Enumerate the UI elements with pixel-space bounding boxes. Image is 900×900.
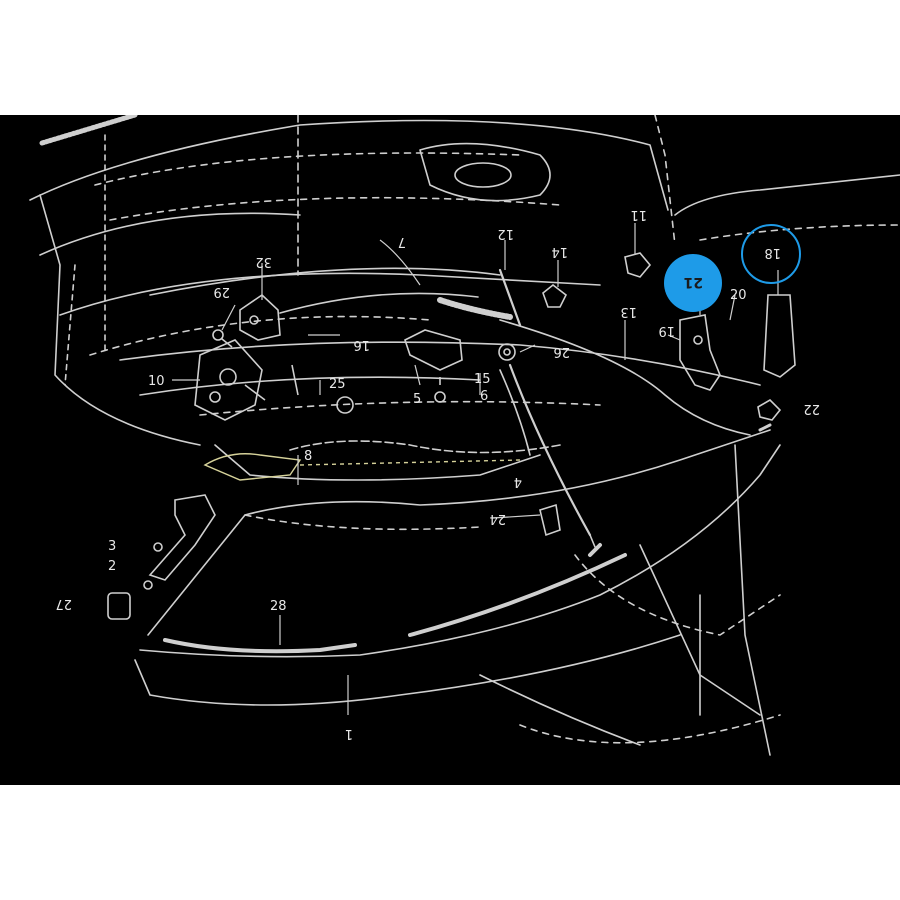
part-7-handle — [404, 329, 463, 371]
callout-13: 13 — [620, 304, 637, 319]
callout-20: 20 — [730, 288, 747, 303]
callout-3: 3 — [108, 539, 116, 554]
callout-8: 8 — [304, 449, 312, 464]
part-10-lock-mechanism — [194, 339, 266, 421]
callout-6: 6 — [480, 389, 488, 404]
highlight-ring — [741, 224, 801, 284]
callout-10: 10 — [148, 374, 165, 389]
callout-22: 22 — [803, 401, 820, 416]
callout-24: 24 — [489, 511, 506, 526]
callout-26: 26 — [553, 344, 570, 359]
part-8-trim — [203, 453, 521, 481]
exploded-parts-diagram: 32 29 10 16 25 8 7 5 6 15 12 14 26 13 11… — [0, 115, 900, 785]
callout-2: 2 — [108, 559, 116, 574]
callout-18: 18 — [764, 245, 781, 260]
part-6-screw — [434, 377, 446, 403]
part-25-rod — [291, 364, 354, 414]
callout-19: 19 — [658, 323, 675, 338]
callout-14: 14 — [551, 244, 568, 259]
highlight-dot — [664, 254, 722, 312]
callout-15: 15 — [474, 372, 491, 387]
part-27-bump-stop — [107, 592, 131, 620]
part-14-clip — [542, 283, 568, 308]
highlighted-callout-18: 18 — [741, 224, 801, 284]
callout-28: 28 — [270, 599, 287, 614]
callout-4: 4 — [514, 474, 522, 489]
part-16-hinge — [679, 314, 721, 391]
callout-21: 21 — [684, 274, 703, 290]
callout-27: 27 — [55, 596, 72, 611]
callout-25: 25 — [329, 377, 346, 392]
part-callouts: 32 29 10 16 25 8 7 5 6 15 12 14 26 13 11… — [55, 207, 820, 741]
callout-1: 1 — [345, 726, 353, 741]
part-15-grommet — [498, 343, 516, 361]
callout-32: 32 — [255, 254, 272, 269]
part-18-gas-strut — [763, 294, 796, 378]
part-32-bracket — [239, 293, 281, 341]
callout-7: 7 — [398, 234, 406, 249]
diagram-canvas: 32 29 10 16 25 8 7 5 6 15 12 14 26 13 11… — [29, 115, 900, 756]
callout-16-left: 16 — [353, 337, 370, 352]
callout-11: 11 — [630, 207, 647, 222]
callout-5: 5 — [413, 392, 421, 407]
highlighted-callout-21: 21 — [664, 254, 722, 312]
leader-lines — [172, 223, 779, 715]
part-11-clip — [624, 252, 652, 278]
part-29-bolt — [212, 329, 233, 348]
vehicle-body-line-art — [29, 115, 900, 756]
part-2-3-hinge-arm — [143, 494, 216, 590]
part-24-bracket — [539, 503, 561, 537]
part-22-clip — [757, 398, 782, 421]
callout-12: 12 — [497, 226, 514, 241]
callout-29: 29 — [213, 284, 230, 299]
